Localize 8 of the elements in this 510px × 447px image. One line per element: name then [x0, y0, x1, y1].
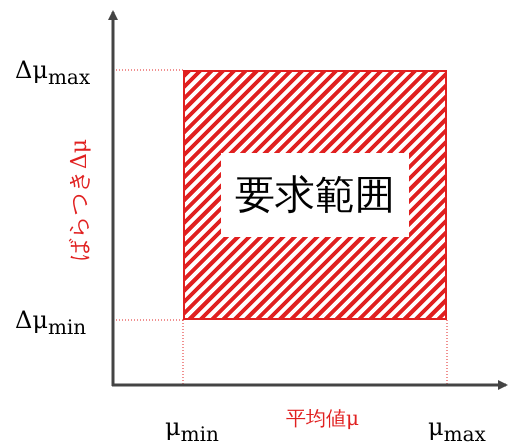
- axis-tick-label: Δμ$_{min}$: [15, 308, 86, 337]
- axis-title: ばらつきΔμ: [69, 138, 91, 262]
- range-label: 要求範囲: [221, 153, 409, 237]
- axis-tick-label: μ$_{min}$: [165, 415, 219, 444]
- axis-tick-label: μ$_{max}$: [428, 415, 486, 444]
- hatched-region: [183, 70, 447, 320]
- axis-title: 平均値μ: [286, 408, 359, 428]
- axis-tick-label: Δμ$_{max}$: [15, 58, 90, 87]
